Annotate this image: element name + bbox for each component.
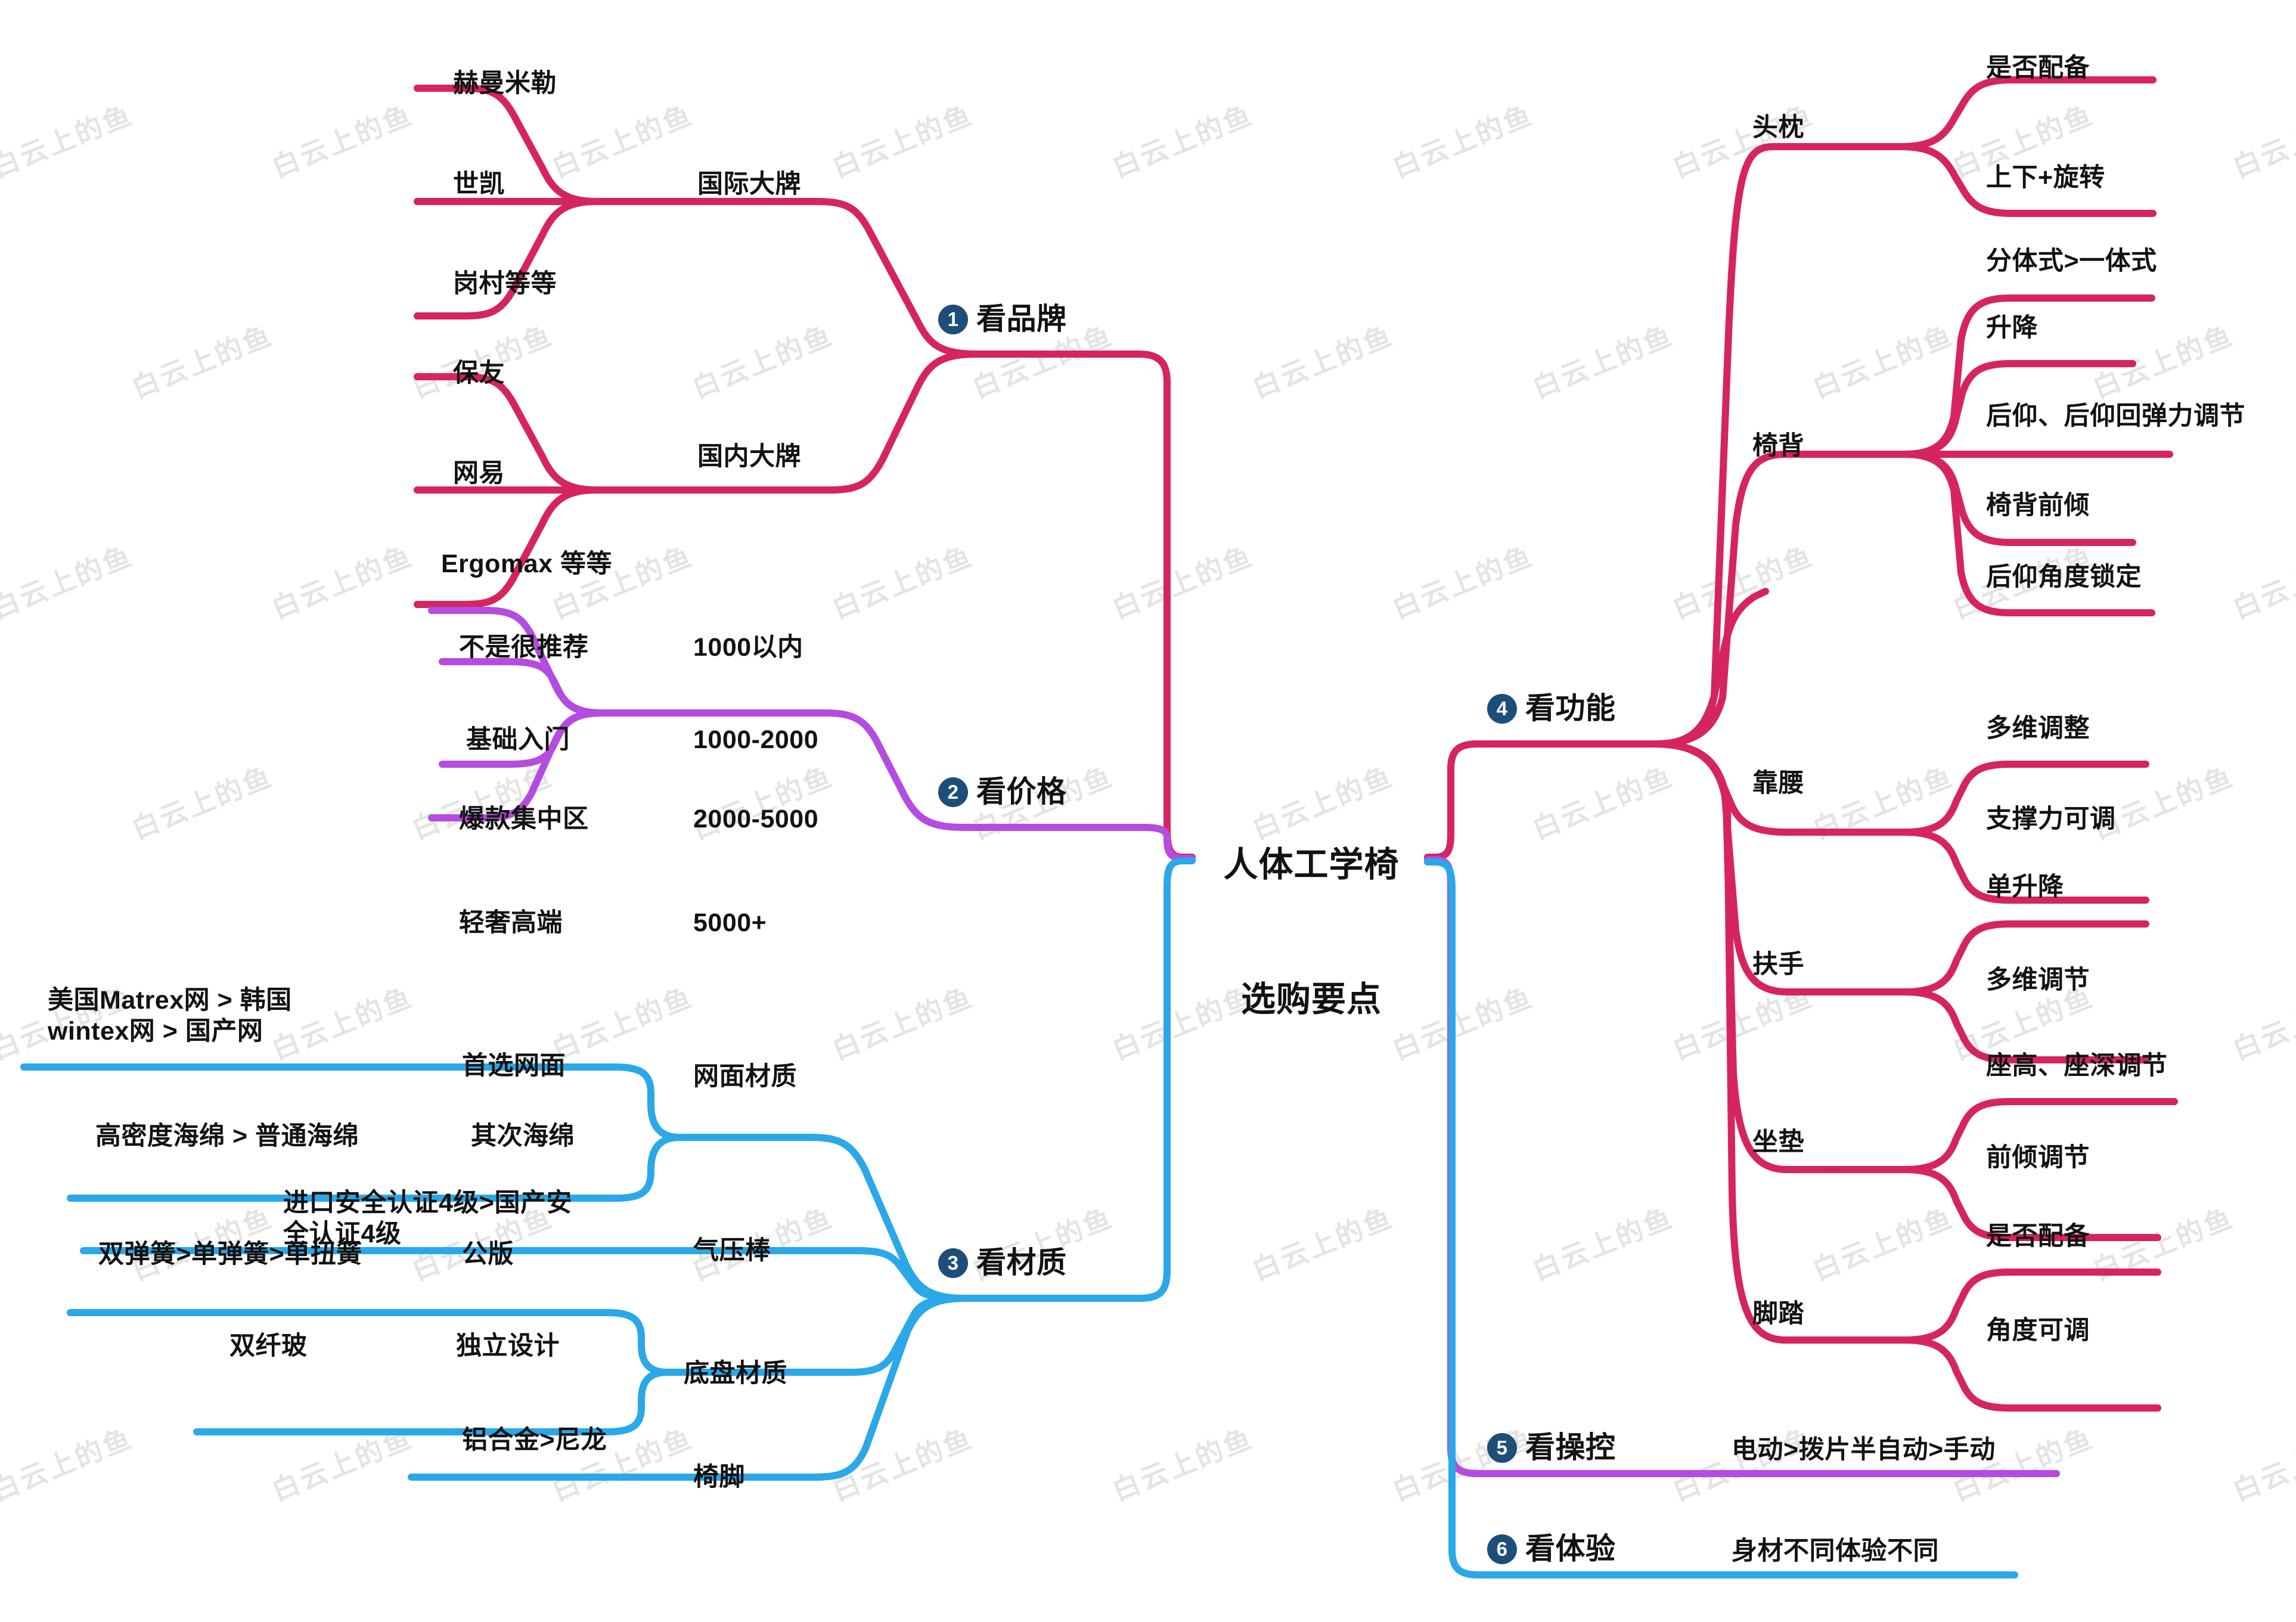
sub-label-独立设计: 独立设计 — [456, 1332, 560, 1360]
branch-1-看品牌[interactable]: 1 看品牌 — [938, 301, 1067, 337]
group-label-坐垫: 坐垫 — [1752, 1128, 1804, 1156]
leaf-backrest-1: 升降 — [1986, 314, 2038, 342]
leaf-世凯: 世凯 — [453, 170, 505, 199]
leaf-看操控: 电动>拨片半自动>手动 — [1732, 1435, 1996, 1464]
branch-number-badge-6: 6 — [1487, 1534, 1517, 1564]
leaf-armrest-1: 多维调节 — [1986, 966, 2090, 994]
leaf-backrest-3: 椅背前倾 — [1986, 491, 2090, 520]
group-label-椅背: 椅背 — [1752, 432, 1804, 460]
leaf-headrest-1: 上下+旋转 — [1986, 163, 2105, 192]
branch-number-badge-5: 5 — [1487, 1432, 1517, 1463]
leaf-armrest-0: 单升降 — [1986, 873, 2064, 901]
detail-独立设计: 双纤玻 — [229, 1332, 308, 1360]
branch-5-看操控[interactable]: 5 看操控 — [1487, 1429, 1616, 1466]
leaf-保友: 保友 — [453, 359, 505, 387]
leaf-lumbar-0: 多维调整 — [1986, 714, 2090, 743]
center-node: 人体工学椅 选购要点 — [1216, 752, 1407, 1112]
group-label-扶手: 扶手 — [1752, 950, 1804, 979]
sub-label-公版: 公版 — [462, 1240, 514, 1269]
leaf-footrest-0: 是否配备 — [1986, 1222, 2090, 1251]
leaf-footrest-1: 角度可调 — [1986, 1316, 2090, 1345]
leaf-price-value-0: 1000以内 — [693, 633, 803, 662]
branch-title-1: 看品牌 — [976, 302, 1067, 336]
leaf-price-value-3: 5000+ — [693, 908, 767, 937]
center-node-line1: 人体工学椅 — [1223, 845, 1400, 884]
leaf-backrest-2: 后仰、后仰回弹力调节 — [1986, 402, 2245, 430]
branch-title-2: 看价格 — [976, 775, 1067, 808]
leaf-seat-0: 座高、座深调节 — [1986, 1052, 2168, 1080]
branch-title-4: 看功能 — [1525, 691, 1616, 725]
leaf-price-label-1: 基础入门 — [466, 725, 570, 754]
group-label-脚踏: 脚踏 — [1752, 1300, 1804, 1328]
leaf-看体验: 身材不同体验不同 — [1732, 1537, 1939, 1565]
group-label-椅脚: 椅脚 — [693, 1463, 745, 1491]
leaf-price-label-2: 爆款集中区 — [459, 805, 589, 833]
leaf-headrest-0: 是否配备 — [1986, 54, 2090, 82]
group-label-网面材质: 网面材质 — [693, 1062, 797, 1091]
group-label-国际大牌: 国际大牌 — [697, 170, 801, 199]
branch-3-看材质[interactable]: 3 看材质 — [938, 1245, 1067, 1281]
leaf-岗村等等: 岗村等等 — [453, 269, 557, 298]
group-label-靠腰: 靠腰 — [1752, 769, 1804, 798]
leaf-backrest-4: 后仰角度锁定 — [1986, 563, 2142, 591]
branch-number-badge-1: 1 — [938, 304, 968, 334]
detail-椅脚: 铝合金>尼龙 — [462, 1426, 607, 1454]
branch-number-badge-3: 3 — [938, 1248, 968, 1278]
leaf-lumbar-1: 支撑力可调 — [1986, 805, 2116, 833]
sub-label-其次海绵: 其次海绵 — [471, 1122, 575, 1150]
branch-4-看功能[interactable]: 4 看功能 — [1487, 690, 1616, 727]
detail-公版: 双弹簧>单弹簧>单扭簧 — [98, 1240, 362, 1269]
leaf-backrest-0: 分体式>一体式 — [1986, 247, 2157, 275]
detail-气压棒: 进口安全认证4级>国产安 全认证4级 — [283, 1189, 573, 1249]
group-label-国内大牌: 国内大牌 — [697, 442, 801, 471]
branch-2-看价格[interactable]: 2 看价格 — [938, 774, 1067, 810]
branch-number-badge-2: 2 — [938, 777, 968, 807]
leaf-网易: 网易 — [453, 459, 505, 488]
leaf-price-value-1: 1000-2000 — [693, 725, 819, 754]
branch-title-6: 看体验 — [1525, 1532, 1616, 1565]
center-node-line2: 选购要点 — [1240, 979, 1382, 1019]
leaf-seat-1: 前倾调节 — [1986, 1143, 2090, 1172]
branch-title-3: 看材质 — [976, 1246, 1067, 1279]
detail-首选网面: 美国Matrex网 > 韩国 wintex网 > 国产网 — [48, 986, 292, 1046]
group-label-气压棒: 气压棒 — [693, 1236, 771, 1265]
leaf-price-value-2: 2000-5000 — [693, 805, 819, 833]
leaf-price-label-3: 轻奢高端 — [459, 908, 563, 937]
branch-6-看体验[interactable]: 6 看体验 — [1487, 1531, 1616, 1567]
leaf-Ergomax等等: Ergomax 等等 — [441, 550, 612, 578]
sub-label-首选网面: 首选网面 — [462, 1052, 566, 1080]
leaf-赫曼米勒: 赫曼米勒 — [453, 69, 557, 98]
detail-其次海绵: 高密度海绵 > 普通海绵 — [95, 1122, 359, 1150]
group-label-底盘材质: 底盘材质 — [684, 1359, 787, 1388]
branch-number-badge-4: 4 — [1487, 693, 1517, 724]
branch-title-5: 看操控 — [1525, 1431, 1616, 1464]
leaf-price-label-0: 不是很推荐 — [459, 633, 589, 662]
group-label-头枕: 头枕 — [1752, 113, 1804, 142]
